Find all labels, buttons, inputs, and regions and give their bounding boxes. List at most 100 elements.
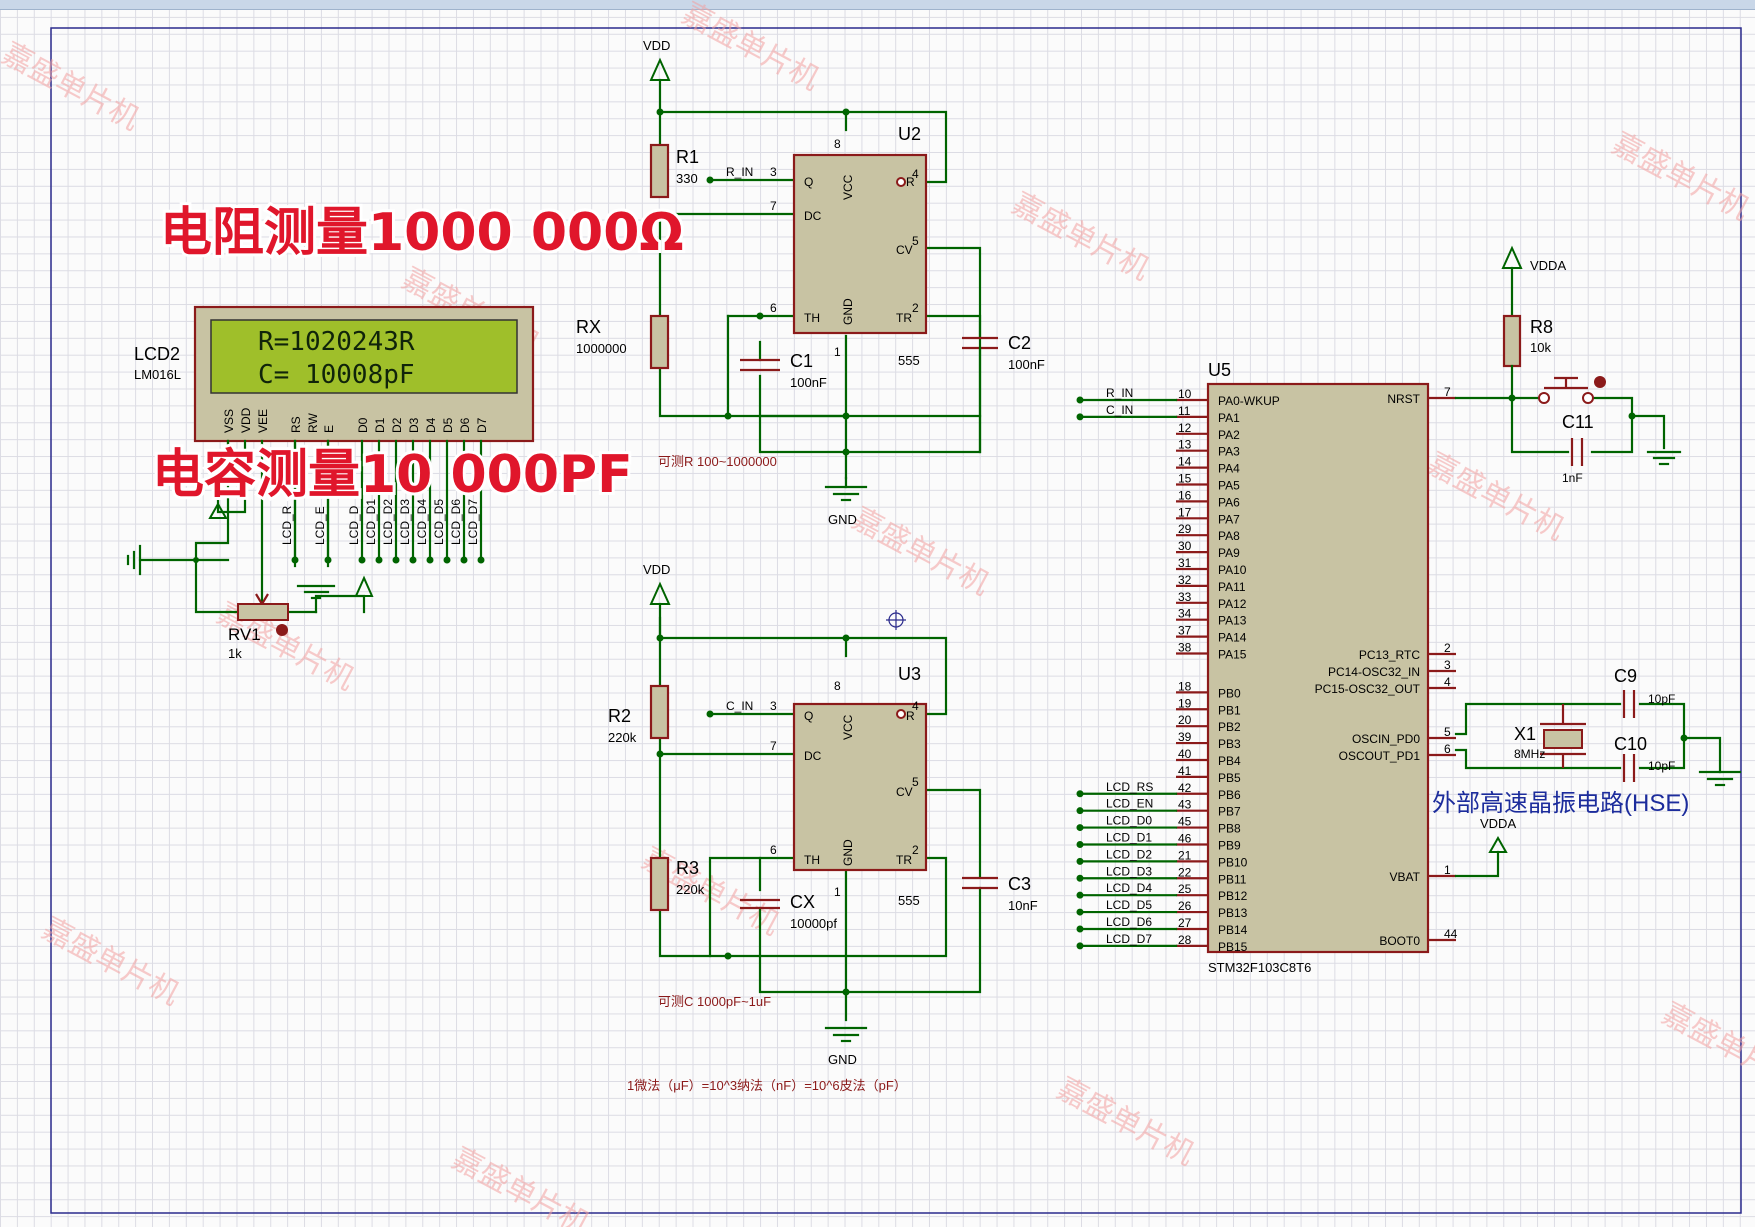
mcu-pin-number: 38 bbox=[1178, 641, 1192, 655]
lcd-net-label: LCD_D6 bbox=[449, 499, 463, 545]
sheet-border bbox=[50, 27, 1742, 1214]
u3-pin-num-gnd: 1 bbox=[834, 885, 841, 899]
mcu-pin-number: 16 bbox=[1178, 488, 1192, 502]
mcu-net-junction bbox=[1076, 942, 1084, 950]
vdda-label-bottom: VDDA bbox=[1480, 816, 1516, 831]
mcu-pin-number: 42 bbox=[1178, 781, 1192, 795]
lcd-pin-label: VEE bbox=[256, 409, 270, 433]
timer-u3[interactable]: VDD GND U3 555 R2 220k R3 220k CX 10000p… bbox=[608, 562, 1038, 1093]
crystal-circuit[interactable]: X1 8MHz C9 10pF C10 10pF 外部高速晶振电路(HSE) V… bbox=[1432, 666, 1742, 878]
r8-ref: R8 bbox=[1530, 317, 1553, 337]
mcu-net-junction bbox=[1076, 790, 1084, 798]
u2-pin-num-dc: 7 bbox=[770, 199, 777, 213]
lcd-bus-junction bbox=[477, 556, 485, 564]
u2-pin-gnd: GND bbox=[841, 298, 855, 325]
u2-pin-num-vcc: 8 bbox=[834, 137, 841, 151]
mcu-pin-number: 30 bbox=[1178, 539, 1192, 553]
watermark-text: 嘉盛单片机 bbox=[0, 36, 145, 137]
mcu-pin-name: PA1 bbox=[1218, 411, 1240, 425]
mcu-pin-name: PA15 bbox=[1218, 648, 1247, 662]
u3-vdd-label: VDD bbox=[643, 562, 670, 577]
c10-value: 10pF bbox=[1648, 759, 1675, 773]
mcu-pin-number: 12 bbox=[1178, 421, 1192, 435]
mcu-net-junction bbox=[1076, 891, 1084, 899]
lcd-pin-label: D6 bbox=[458, 417, 472, 433]
mcu-pin-name: PA13 bbox=[1218, 614, 1247, 628]
mcu-part: STM32F103C8T6 bbox=[1208, 960, 1311, 975]
c1-value: 100nF bbox=[790, 375, 827, 390]
mcu-pin-name: PA12 bbox=[1218, 597, 1247, 611]
mcu-pin-name: PB7 bbox=[1218, 805, 1241, 819]
mcu-pin-name: PB9 bbox=[1218, 838, 1241, 852]
mcu-pin-name: VBAT bbox=[1390, 870, 1421, 884]
lcd-part: LM016L bbox=[134, 367, 181, 382]
u3-pin-num-cv: 5 bbox=[912, 775, 919, 789]
u3-body bbox=[792, 702, 928, 872]
mcu-pin-name: PB13 bbox=[1218, 906, 1248, 920]
lcd-pin-label: RW bbox=[306, 413, 320, 433]
lcd-bus-junction bbox=[324, 556, 332, 564]
lcd-net-label: LCD_E bbox=[313, 506, 327, 545]
mcu-pin-name: PA14 bbox=[1218, 631, 1247, 645]
mcu-pin-number: 4 bbox=[1444, 675, 1451, 689]
mcu-pin-name: PA3 bbox=[1218, 445, 1240, 459]
rx-value: 1000000 bbox=[576, 341, 627, 356]
watermark-text: 嘉盛单片机 bbox=[1006, 186, 1155, 287]
timer-u2[interactable]: VDD GND U2 555 R1 330 RX 1000000 C1 100n… bbox=[576, 38, 1045, 527]
mcu-net-label: LCD_RS bbox=[1106, 780, 1153, 794]
c9-value: 10pF bbox=[1648, 692, 1675, 706]
mcu-pin-number: 31 bbox=[1178, 556, 1192, 570]
u2-pin-num-r: 4 bbox=[912, 167, 919, 181]
lcd-bus-junction bbox=[375, 556, 383, 564]
u2-pin-cv: CV bbox=[896, 243, 913, 257]
r3-ref: R3 bbox=[676, 858, 699, 878]
mcu-pin-number: 37 bbox=[1178, 624, 1192, 638]
u3-ref: U3 bbox=[898, 664, 921, 684]
u2-pin-num-th: 6 bbox=[770, 301, 777, 315]
u3-pin-dc: DC bbox=[804, 749, 822, 763]
mcu-pin-name: PB14 bbox=[1218, 923, 1248, 937]
u3-pin-cv: CV bbox=[896, 785, 913, 799]
resistance-annotation: 电阻测量1000 000Ω bbox=[160, 203, 684, 263]
u2-pin-num-cv: 5 bbox=[912, 234, 919, 248]
mcu-pin-name: PA10 bbox=[1218, 563, 1247, 577]
u3-pin-th: TH bbox=[804, 853, 820, 867]
c9-ref: C9 bbox=[1614, 666, 1637, 686]
mcu-pin-number: 19 bbox=[1178, 696, 1192, 710]
capacitance-annotation: 电容测量10 000PF bbox=[152, 445, 633, 505]
u2-pin-q: Q bbox=[804, 175, 813, 189]
mcu-pin-name: PA4 bbox=[1218, 462, 1240, 476]
u3-pin-num-dc: 7 bbox=[770, 739, 777, 753]
lcd-bus-junction bbox=[291, 556, 299, 564]
u2-pin-num-gnd: 1 bbox=[834, 345, 841, 359]
r8-value: 10k bbox=[1530, 340, 1551, 355]
lcd-pin-label: D0 bbox=[356, 417, 370, 433]
u2-part: 555 bbox=[898, 353, 920, 368]
reset-circuit[interactable]: VDDA R8 10k C11 1nF bbox=[1454, 245, 1682, 485]
lcd-net-label: LCD_D1 bbox=[364, 499, 378, 545]
lcd-net-label: LCD_D4 bbox=[415, 499, 429, 545]
u3-pin-num-q: 3 bbox=[770, 699, 777, 713]
mcu-pin-number: 33 bbox=[1178, 590, 1192, 604]
mcu-pin-name: OSCOUT_PD1 bbox=[1339, 749, 1421, 763]
mcu-pin-name: PC14-OSC32_IN bbox=[1328, 665, 1420, 679]
r8-body bbox=[1502, 314, 1522, 368]
mcu-pin-number: 32 bbox=[1178, 573, 1192, 587]
mcu-pin-number: 25 bbox=[1178, 882, 1192, 896]
mcu-net-junction bbox=[1076, 925, 1084, 933]
c10-ref: C10 bbox=[1614, 734, 1647, 754]
watermark-text: 嘉盛单片机 bbox=[1421, 446, 1570, 547]
mcu-net-label: LCD_EN bbox=[1106, 797, 1153, 811]
lcd-net-label: LCD_D2 bbox=[381, 499, 395, 545]
u2-pin-th: TH bbox=[804, 311, 820, 325]
lcd-pin-label: D1 bbox=[373, 417, 387, 433]
lcd-pin-label: D2 bbox=[390, 417, 404, 433]
mcu-pin-number: 40 bbox=[1178, 747, 1192, 761]
mcu-net-junction bbox=[1076, 857, 1084, 865]
range-r-note: 可测R 100~1000000 bbox=[658, 454, 777, 469]
mcu-net-label: C_IN bbox=[1106, 403, 1133, 417]
